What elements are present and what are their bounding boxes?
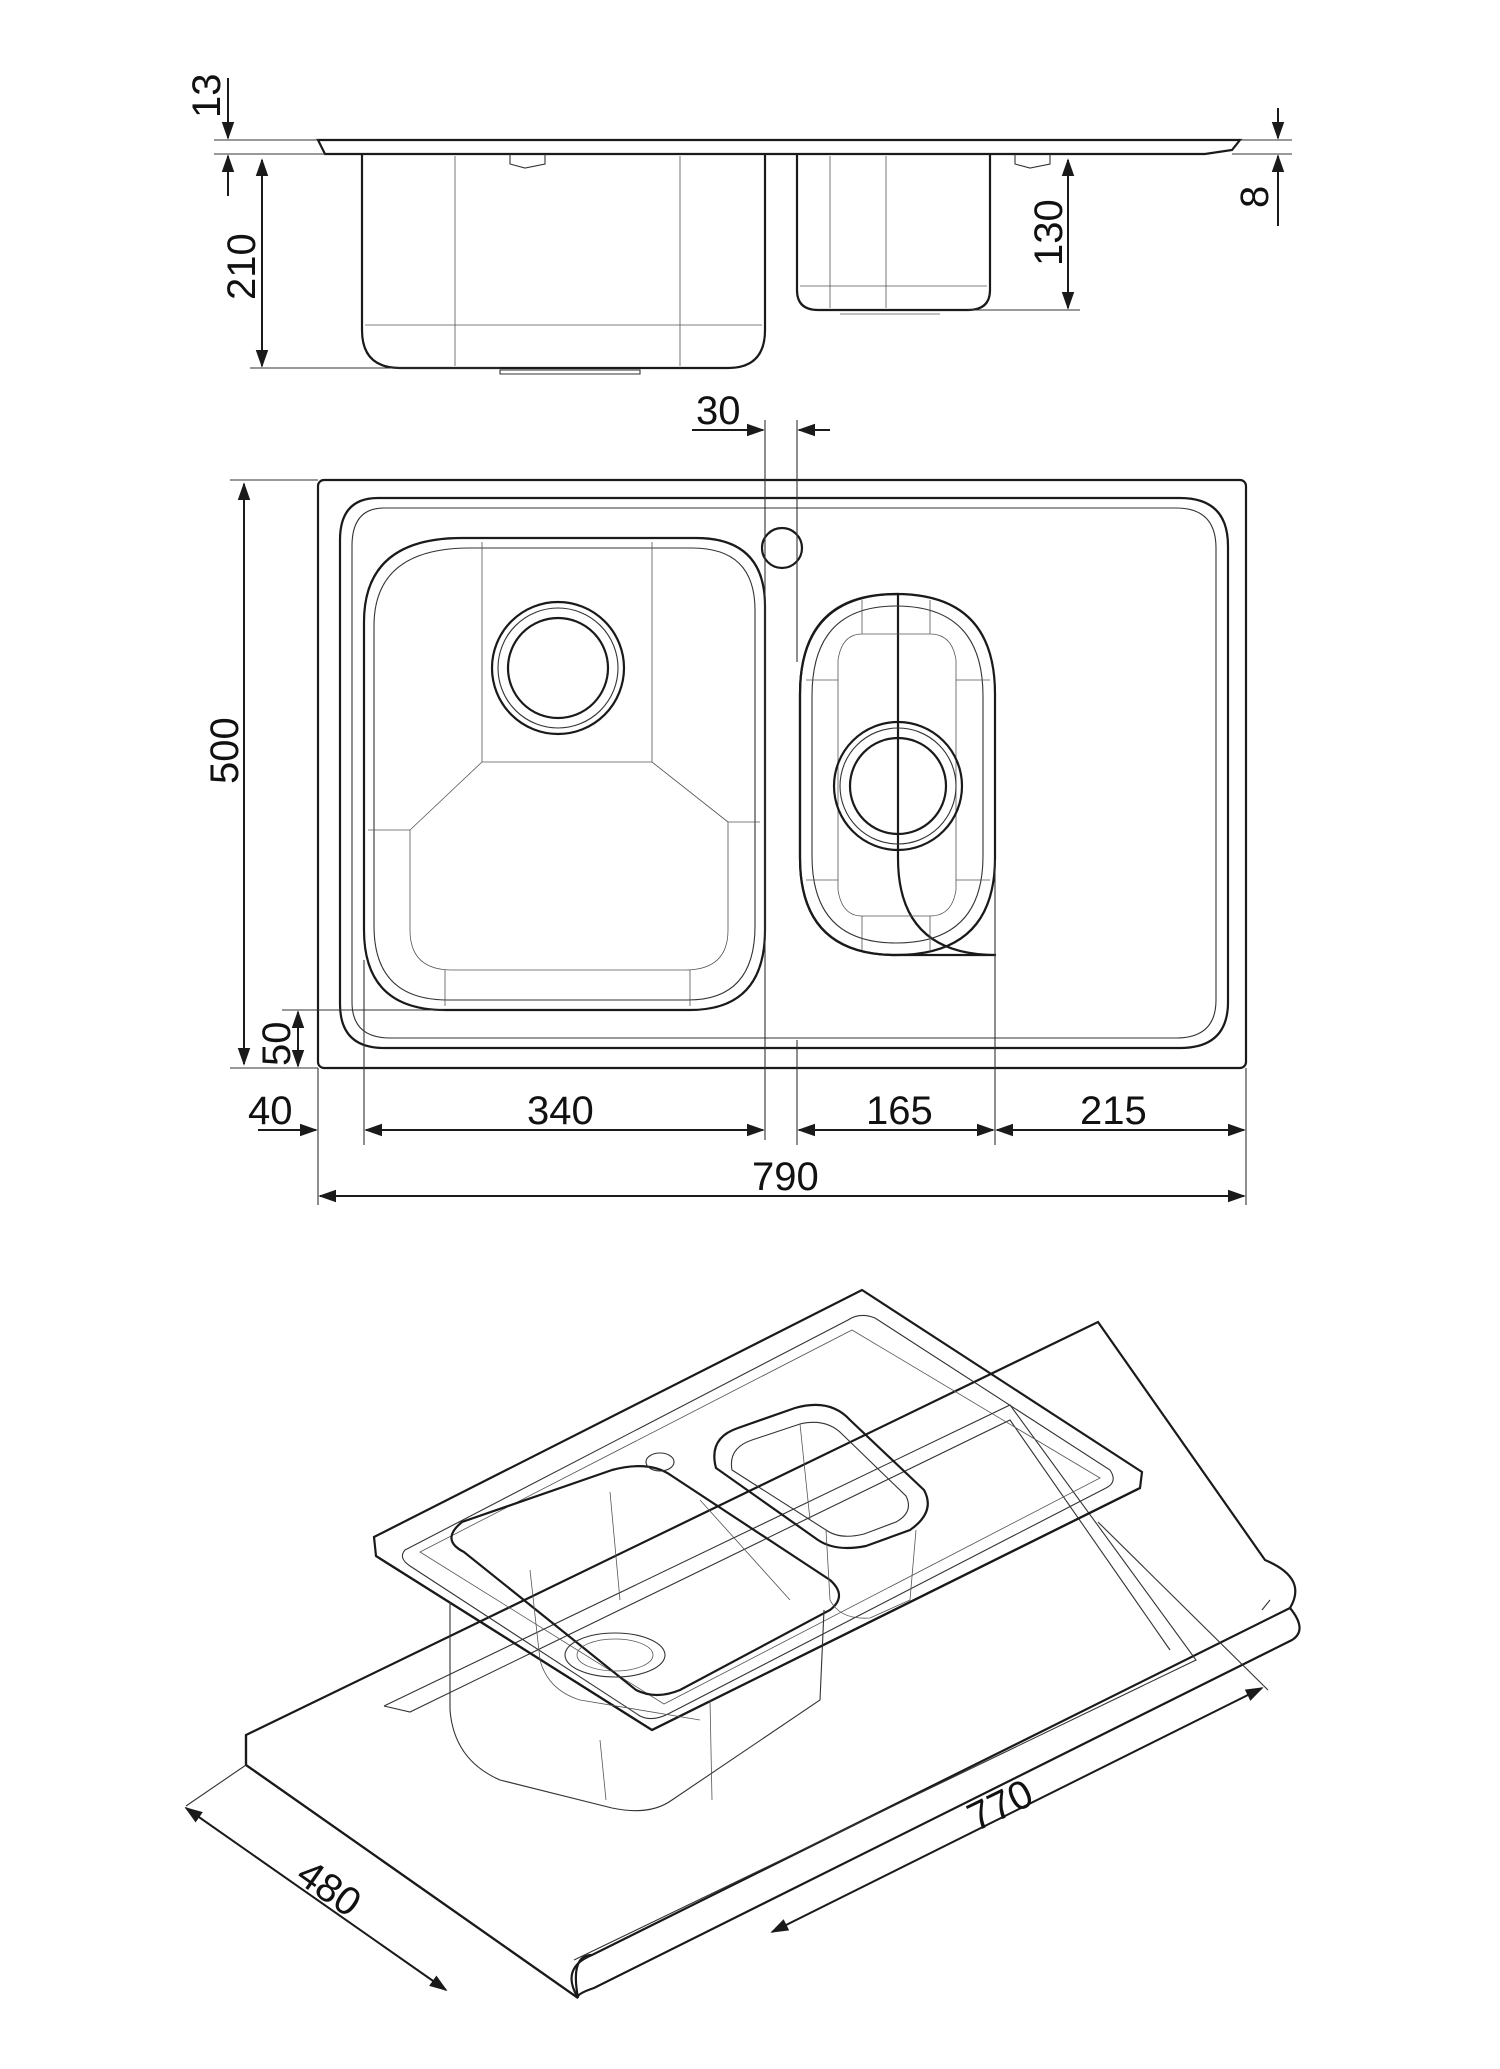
iso-cutout (383, 1404, 1197, 1961)
dim-left-margin: 40 (248, 1089, 293, 1133)
plan-small-drain (832, 720, 964, 852)
side-view: 13 210 130 8 (185, 74, 1292, 375)
plan-drainer-recess (338, 496, 1230, 1050)
plan-view: 30 500 50 40 340 165 215 790 (203, 389, 1248, 1205)
isometric-view: 770 480 (184, 1288, 1301, 1999)
side-flange (316, 138, 1243, 156)
side-main-bowl (360, 154, 767, 370)
dim-cutout-depth: 480 (289, 1851, 369, 1925)
dim-main-bowl-depth: 210 (220, 233, 264, 300)
iso-small-bowl (713, 1403, 929, 1550)
plan-outer-outline (316, 478, 1248, 1070)
dim-main-bowl-width: 340 (527, 1089, 594, 1133)
plan-small-bowl (798, 592, 997, 957)
dim-overall-width: 790 (752, 1155, 819, 1199)
dim-drainer-width: 215 (1080, 1089, 1147, 1133)
dim-small-bowl-width: 165 (866, 1089, 933, 1133)
iso-main-bowl (450, 1465, 841, 1697)
dim-bowl-gap: 30 (696, 389, 741, 433)
iso-tap-hole (645, 1452, 675, 1472)
side-small-bowl (795, 154, 992, 312)
dim-small-bowl-depth: 130 (1027, 199, 1071, 266)
plan-tap-hole (760, 526, 804, 570)
iso-countertop (244, 1320, 1297, 1999)
dim-flange-thickness: 13 (185, 74, 229, 119)
dim-overall-depth: 500 (203, 717, 247, 784)
plan-main-drain (490, 600, 626, 736)
dim-rim-height: 8 (1233, 186, 1277, 208)
dim-cutout-width: 770 (961, 1771, 1040, 1840)
dim-front-margin: 50 (255, 1022, 299, 1067)
